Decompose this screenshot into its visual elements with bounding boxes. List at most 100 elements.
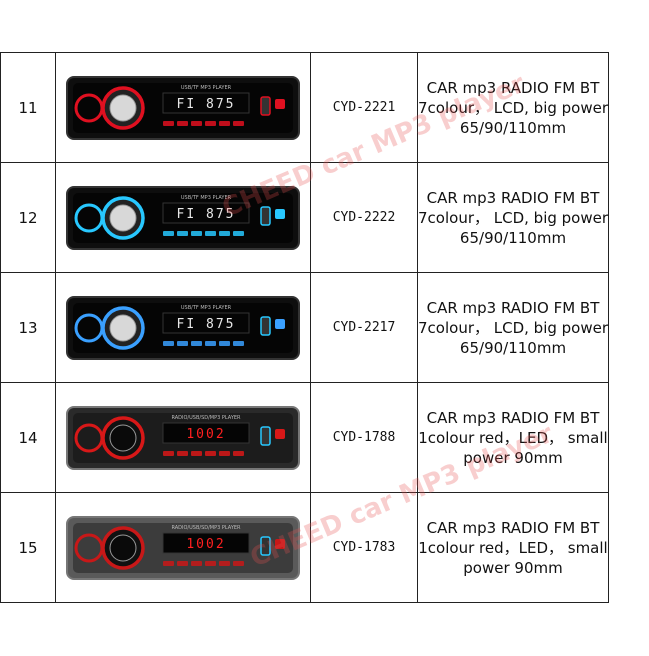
product-number: 13 xyxy=(0,272,56,383)
lcd-display xyxy=(162,422,250,443)
description-line: CAR mp3 RADIO FM BT xyxy=(426,298,600,317)
product-model: CYD-1783 xyxy=(310,492,418,603)
usb-port xyxy=(260,95,271,116)
display-readout: 1002 xyxy=(186,537,225,552)
preset-button xyxy=(233,120,244,126)
preset-button xyxy=(163,560,174,566)
product-image-cell: USB/TF MP3 PLAYER FI 875 xyxy=(55,272,311,383)
description-line: power 90mm xyxy=(463,448,563,467)
product-number: 15 xyxy=(0,492,56,603)
preset-button xyxy=(205,560,216,566)
preset-button xyxy=(163,340,174,346)
product-image-cell: RADIO/USB/SD/MP3 PLAYER 1002 xyxy=(55,382,311,493)
volume-knob xyxy=(109,314,137,341)
display-readout: FI 875 xyxy=(177,207,236,222)
aux-indicator xyxy=(275,318,285,329)
preset-button xyxy=(177,560,188,566)
description-line: 7colour， LCD, big power xyxy=(418,208,609,227)
aux-indicator xyxy=(275,98,285,109)
preset-button xyxy=(233,560,244,566)
description-line: 1colour red，LED， small xyxy=(418,538,608,557)
preset-button xyxy=(219,120,230,126)
preset-button xyxy=(205,120,216,126)
volume-knob xyxy=(109,424,137,451)
description-line: power 90mm xyxy=(463,558,563,577)
description-line: CAR mp3 RADIO FM BT xyxy=(426,518,600,537)
car-radio-silver-knob-icon: RADIO/USB/SD/MP3 PLAYER 1002 xyxy=(66,515,300,580)
preset-button xyxy=(191,450,202,456)
product-image-cell: USB/TF MP3 PLAYER FI 875 xyxy=(55,52,311,163)
aux-indicator xyxy=(275,428,285,439)
preset-button xyxy=(205,230,216,236)
product-number: 11 xyxy=(0,52,56,163)
preset-button xyxy=(191,230,202,236)
preset-button xyxy=(205,450,216,456)
volume-knob xyxy=(109,534,137,561)
usb-port xyxy=(260,535,271,556)
product-number: 14 xyxy=(0,382,56,493)
aux-indicator xyxy=(275,538,285,549)
lcd-display xyxy=(162,532,250,553)
display-readout: 1002 xyxy=(186,427,225,442)
display-readout: FI 875 xyxy=(177,317,236,332)
preset-button xyxy=(191,560,202,566)
car-radio-red-led-icon: USB/TF MP3 PLAYER FI 875 xyxy=(66,75,300,140)
lcd-display xyxy=(162,92,250,113)
usb-port xyxy=(260,205,271,226)
usb-port xyxy=(260,425,271,446)
display-readout: FI 875 xyxy=(177,97,236,112)
product-model: CYD-2217 xyxy=(310,272,418,383)
device-label: USB/TF MP3 PLAYER xyxy=(181,85,232,91)
lcd-display xyxy=(162,202,250,223)
preset-button xyxy=(219,450,230,456)
product-number: 12 xyxy=(0,162,56,273)
device-label: USB/TF MP3 PLAYER xyxy=(181,195,232,201)
product-image-cell: RADIO/USB/SD/MP3 PLAYER 1002 xyxy=(55,492,311,603)
description-line: CAR mp3 RADIO FM BT xyxy=(426,188,600,207)
description-line: 65/90/110mm xyxy=(459,338,567,357)
preset-button xyxy=(233,230,244,236)
product-image-cell: USB/TF MP3 PLAYER FI 875 xyxy=(55,162,311,273)
description-line: CAR mp3 RADIO FM BT xyxy=(426,408,600,427)
preset-button xyxy=(163,230,174,236)
description-line: 65/90/110mm xyxy=(459,228,567,247)
lcd-display xyxy=(162,312,250,333)
preset-button xyxy=(163,120,174,126)
car-radio-cyan-led-icon: USB/TF MP3 PLAYER FI 875 xyxy=(66,185,300,250)
device-label: USB/TF MP3 PLAYER xyxy=(181,305,232,311)
description-line: 1colour red，LED， small xyxy=(418,428,608,447)
volume-knob xyxy=(109,204,137,231)
preset-button xyxy=(191,340,202,346)
product-model: CYD-2221 xyxy=(310,52,418,163)
preset-button xyxy=(219,230,230,236)
description-line: 65/90/110mm xyxy=(459,118,567,137)
preset-button xyxy=(163,450,174,456)
preset-button xyxy=(219,560,230,566)
preset-button xyxy=(177,340,188,346)
preset-button xyxy=(219,340,230,346)
description-line: CAR mp3 RADIO FM BT xyxy=(426,78,600,97)
preset-button xyxy=(233,340,244,346)
product-model: CYD-1788 xyxy=(310,382,418,493)
device-label: RADIO/USB/SD/MP3 PLAYER xyxy=(171,415,241,421)
preset-button xyxy=(191,120,202,126)
car-radio-red-knob-icon: RADIO/USB/SD/MP3 PLAYER 1002 xyxy=(66,405,300,470)
preset-button xyxy=(177,120,188,126)
product-model: CYD-2222 xyxy=(310,162,418,273)
aux-indicator xyxy=(275,208,285,219)
preset-button xyxy=(205,340,216,346)
device-label: RADIO/USB/SD/MP3 PLAYER xyxy=(171,525,241,531)
preset-button xyxy=(177,230,188,236)
volume-knob xyxy=(109,94,137,121)
description-line: 7colour， LCD, big power xyxy=(418,98,609,117)
